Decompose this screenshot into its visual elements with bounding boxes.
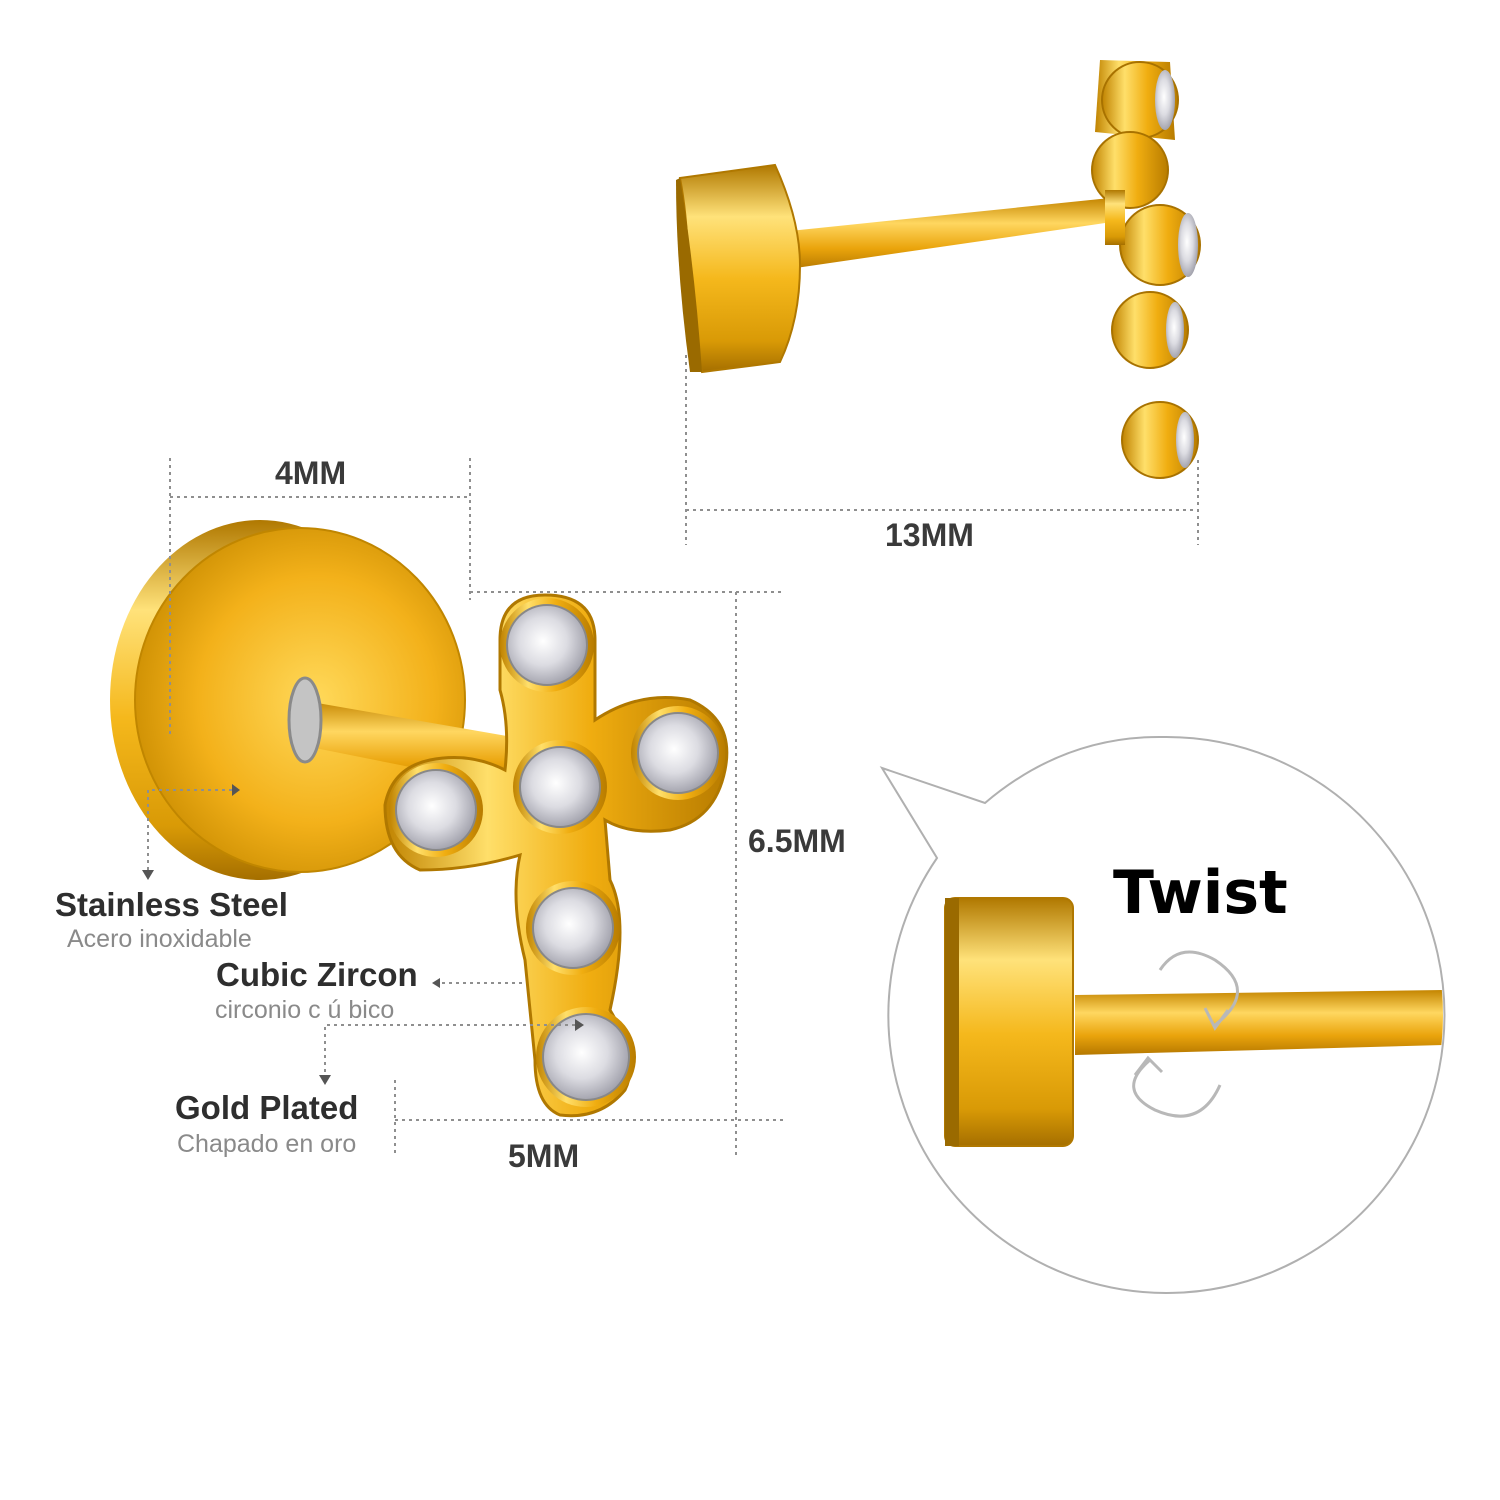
material-stainless-title: Stainless Steel <box>55 886 288 923</box>
material-gold-subtitle: Chapado en oro <box>177 1130 357 1158</box>
dimension-cross-width-label: 5MM <box>508 1138 580 1174</box>
dimension-length-label: 13MM <box>885 517 974 553</box>
dimension-cross-height-label: 6.5MM <box>748 823 846 859</box>
material-stainless-subtitle: Acero inoxidable <box>67 925 252 953</box>
dimension-lines <box>147 355 1199 1155</box>
dimension-disc-width-label: 4MM <box>275 455 347 491</box>
front-view-earring <box>110 520 729 1118</box>
twist-arrows-icon <box>1132 950 1239 1118</box>
leader-arrowheads <box>142 784 584 1085</box>
material-zircon-subtitle: circonio c ú bico <box>215 996 395 1024</box>
side-gem-stack <box>1091 60 1201 479</box>
side-view-earring <box>676 60 1201 479</box>
cross-earring <box>383 593 729 1118</box>
twist-callout <box>879 735 1446 1294</box>
material-gold-title: Gold Plated <box>175 1089 359 1126</box>
twist-label: Twist <box>1113 858 1288 928</box>
material-zircon-title: Cubic Zircon <box>216 956 418 993</box>
